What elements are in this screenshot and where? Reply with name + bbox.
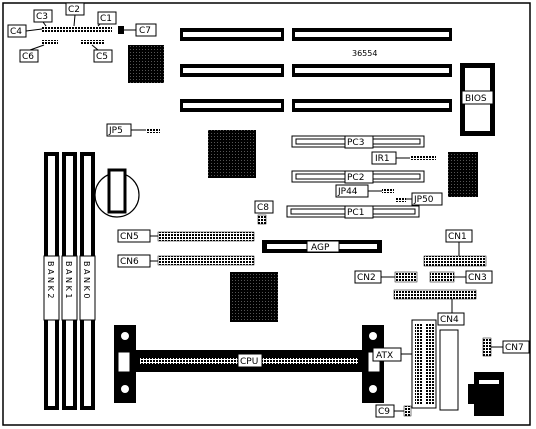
jp50-label: JP50 <box>413 195 434 205</box>
cn7-header <box>482 337 492 357</box>
battery <box>94 168 140 218</box>
chip-top-left <box>128 45 164 83</box>
c3-label: C3 <box>36 12 48 22</box>
cn6-label: CN6 <box>120 257 139 267</box>
jp44-jumper <box>382 188 394 193</box>
chip-center <box>208 130 256 178</box>
jumper-cluster <box>42 26 124 45</box>
bank1-label: B A N K 1 <box>64 261 73 298</box>
jp5-label: JP5 <box>108 126 123 136</box>
cn3-label: CN3 <box>468 273 487 283</box>
jp5-jumper <box>146 128 160 133</box>
cn7-label: CN7 <box>505 343 524 353</box>
c7-label: C7 <box>139 26 151 36</box>
cn4-label: CN4 <box>440 315 459 325</box>
cn2-label: CN2 <box>357 273 376 283</box>
board-id-text: 36554 <box>352 49 377 58</box>
cn5-header <box>157 231 255 242</box>
c2-label: C2 <box>68 5 80 15</box>
bank2-label: B A N K 2 <box>46 261 55 298</box>
c1-label: C1 <box>100 14 112 24</box>
pc1-label: PC1 <box>347 208 364 218</box>
agp-label: AGP <box>311 243 330 253</box>
dimm-slots <box>43 152 96 410</box>
c6-label: C6 <box>22 52 34 62</box>
cn1-label: CN1 <box>448 232 467 242</box>
cn1-header <box>423 255 487 267</box>
cn5-label: CN5 <box>120 232 139 242</box>
cn3-header <box>429 271 455 283</box>
bios-chip: BIOS <box>460 63 495 136</box>
ir1-label: IR1 <box>375 154 390 164</box>
jp44-label: JP44 <box>337 187 358 197</box>
pc3-label: PC3 <box>347 138 364 148</box>
ir1-header <box>410 155 436 160</box>
cn4-header <box>393 289 477 300</box>
c9-label: C9 <box>378 407 390 417</box>
c4-label: C4 <box>10 27 22 37</box>
c8-label: C8 <box>257 203 269 213</box>
bank0-label: B A N K 0 <box>82 261 91 298</box>
jp50-jumper <box>396 197 406 202</box>
rear-io-connector <box>468 372 504 416</box>
cpu-label: CPU <box>240 357 258 367</box>
c9-jumper <box>403 405 412 417</box>
cn2-header <box>394 271 418 283</box>
agp-slot: AGP <box>262 240 382 253</box>
atx-label: ATX <box>376 351 393 361</box>
chip-bottom <box>230 272 278 322</box>
c5-label: C5 <box>96 52 108 62</box>
atx-connector <box>411 319 459 411</box>
c8-jumper <box>257 214 267 225</box>
pc2-label: PC2 <box>347 173 364 183</box>
cpu-slot: CPU <box>114 325 384 403</box>
cn6-header <box>157 255 255 266</box>
isa-slots <box>180 28 452 112</box>
bios-label: BIOS <box>465 94 487 104</box>
chip-right <box>448 152 478 197</box>
